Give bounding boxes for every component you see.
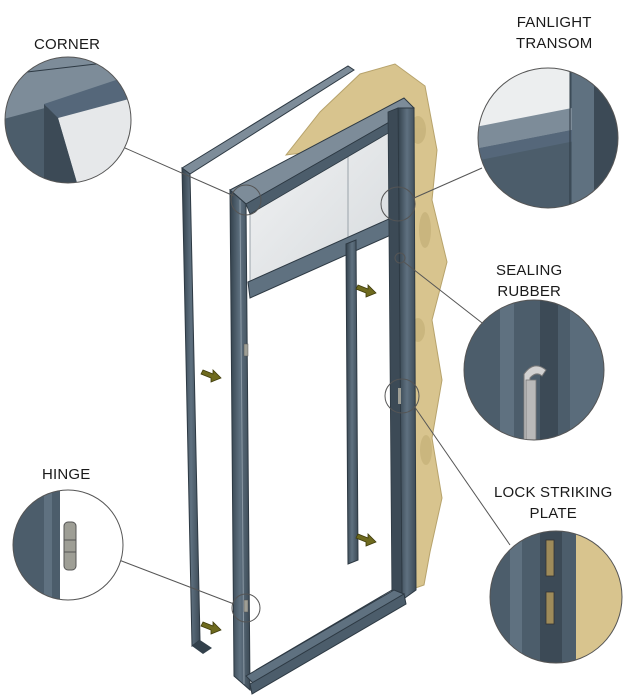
label-sealing-line2: RUBBER	[497, 283, 562, 300]
leader-lines	[118, 147, 511, 605]
label-lock-striking-plate: LOCK STRIKING PLATE	[494, 482, 612, 524]
label-fanlight-line2: TRANSOM	[516, 35, 593, 52]
frame-hinge-top	[243, 343, 249, 357]
detail-hinge	[13, 490, 123, 600]
frame-strike-plate	[398, 388, 401, 404]
detail-fanlight	[478, 68, 618, 208]
frame-hinge-bottom	[243, 599, 249, 613]
label-fanlight-line1: FANLIGHT	[516, 14, 592, 31]
rear-right-jamb	[345, 239, 359, 565]
label-hinge: HINGE	[42, 464, 91, 485]
detail-lock	[490, 531, 622, 663]
arrow-icon	[200, 284, 377, 635]
label-sealing-line1: SEALING	[496, 262, 563, 279]
sealing-detail-circle	[463, 299, 605, 441]
detail-sealing	[464, 300, 604, 440]
hinge-detail-circle	[12, 489, 124, 601]
label-corner: CORNER	[34, 34, 100, 55]
detail-corner	[5, 57, 131, 183]
fanlight-detail-circle	[477, 67, 619, 209]
front-left-jamb	[229, 188, 251, 692]
label-corner-text: CORNER	[34, 36, 101, 53]
back-frame	[181, 65, 355, 654]
label-sealing-rubber: SEALING RUBBER	[496, 260, 562, 302]
label-fanlight-transom: FANLIGHT TRANSOM	[516, 12, 592, 54]
label-hinge-text: HINGE	[42, 466, 91, 483]
corner-detail-circle	[4, 56, 132, 184]
callout-targets	[230, 184, 420, 623]
lock-detail-circle	[489, 530, 623, 664]
label-lock-line1: LOCK STRIKING	[494, 484, 613, 501]
threshold	[245, 589, 407, 695]
label-lock-line2: PLATE	[529, 505, 577, 522]
